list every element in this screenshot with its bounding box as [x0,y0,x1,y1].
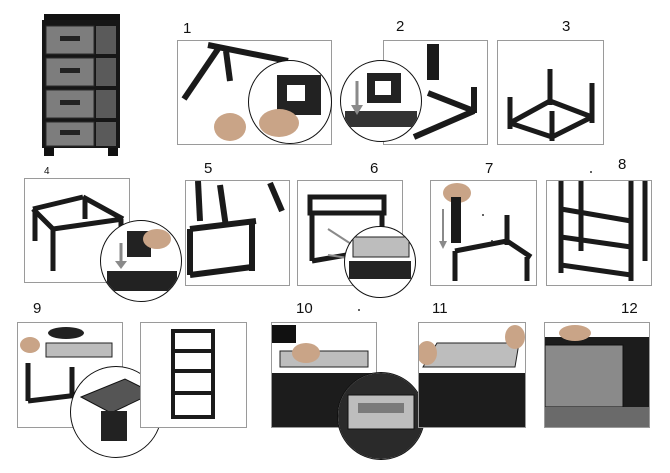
step-8-number: 8 [618,156,627,173]
step-3-panel [497,40,604,145]
step-11-panel [418,322,526,428]
frame-assembly-illustration [181,42,289,141]
step-10-number: 10 [296,300,313,317]
step-4-number: 4 [44,166,50,177]
step-2-detail-zoom [340,60,422,142]
step-10-detail-zoom [337,372,425,460]
step-1-detail-zoom [248,60,332,144]
step-6-number: 6 [370,160,379,177]
step-1-number: 1 [183,20,192,37]
step-9-number: 9 [33,300,42,317]
step-9-result-panel [140,322,247,428]
step-7-panel [430,180,537,286]
step-5-panel [185,180,290,286]
step-4-detail-zoom [100,220,182,302]
stray-dot [358,309,360,311]
step-11-number: 11 [432,300,448,317]
step-9-detail-zoom [70,366,162,458]
stray-dot [491,240,493,242]
step-12-panel [544,322,650,428]
step-8-panel [546,180,652,286]
step-3-number: 3 [562,18,571,35]
product-image [38,12,124,158]
step-7-number: 7 [485,160,494,177]
stray-dot [482,214,484,216]
stray-dot [590,171,592,173]
step-12-number: 12 [621,300,638,317]
step-2-number: 2 [396,18,405,35]
step-5-number: 5 [204,160,213,177]
step-6-detail-zoom [344,226,416,298]
